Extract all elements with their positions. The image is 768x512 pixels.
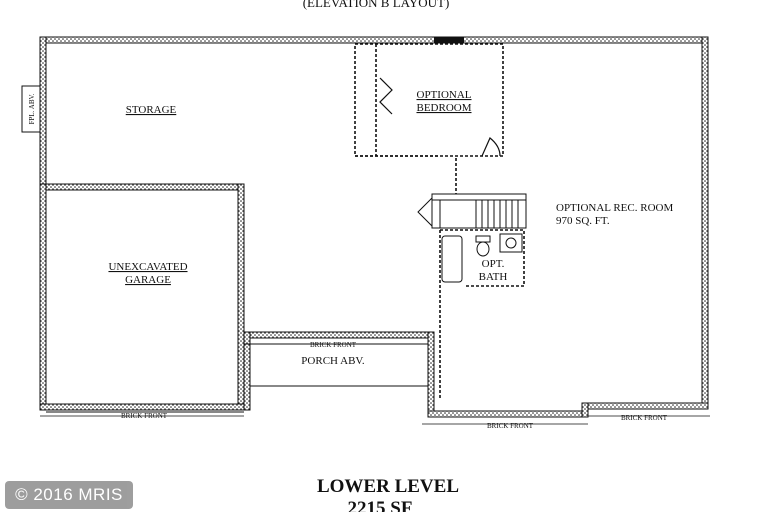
- elevation-caption: (ELEVATION B LAYOUT): [303, 0, 450, 10]
- exterior-walls: [21, 36, 709, 418]
- rec-room-label-line2: 970 SQ. FT.: [556, 215, 610, 227]
- door-swing-icon: [481, 137, 501, 157]
- brick-front-porch: BRICK FRONT: [310, 341, 357, 349]
- porch-abv-label: PORCH ABV.: [301, 355, 365, 367]
- square-feet: 2215 SF: [348, 498, 413, 512]
- unexcavated-garage-label-line2: GARAGE: [125, 274, 171, 286]
- brick-front-rec-left: BRICK FRONT: [487, 422, 534, 430]
- stairs-icon: [417, 193, 527, 229]
- optional-bedroom-label-line1: OPTIONAL: [417, 89, 472, 101]
- watermark: © 2016 MRIS: [5, 481, 133, 509]
- interior-lines: [46, 42, 702, 413]
- brick-front-garage: BRICK FRONT: [121, 412, 168, 420]
- optional-bedroom-label-line2: BEDROOM: [416, 102, 471, 114]
- storage-label: STORAGE: [126, 104, 177, 116]
- fpl-abv-label: FPL. ABV.: [28, 93, 36, 124]
- toilet-icon: [475, 235, 491, 257]
- optional-bedroom-outline: [354, 43, 504, 157]
- bathtub-icon: [441, 235, 463, 283]
- opt-bath-label-line1: OPT.: [482, 258, 505, 270]
- unexcavated-garage-label-line1: UNEXCAVATED: [108, 261, 187, 273]
- sink-icon: [499, 233, 523, 253]
- brick-front-rec-dim: [422, 415, 710, 425]
- rec-room-label-line1: OPTIONAL REC. ROOM: [556, 202, 673, 214]
- opt-bath-label-line2: BATH: [479, 271, 508, 283]
- closet-door-icon: [379, 77, 393, 115]
- brick-front-rec-right: BRICK FRONT: [621, 414, 668, 422]
- opt-bath-outline: [439, 158, 525, 400]
- level-title: LOWER LEVEL: [317, 476, 459, 497]
